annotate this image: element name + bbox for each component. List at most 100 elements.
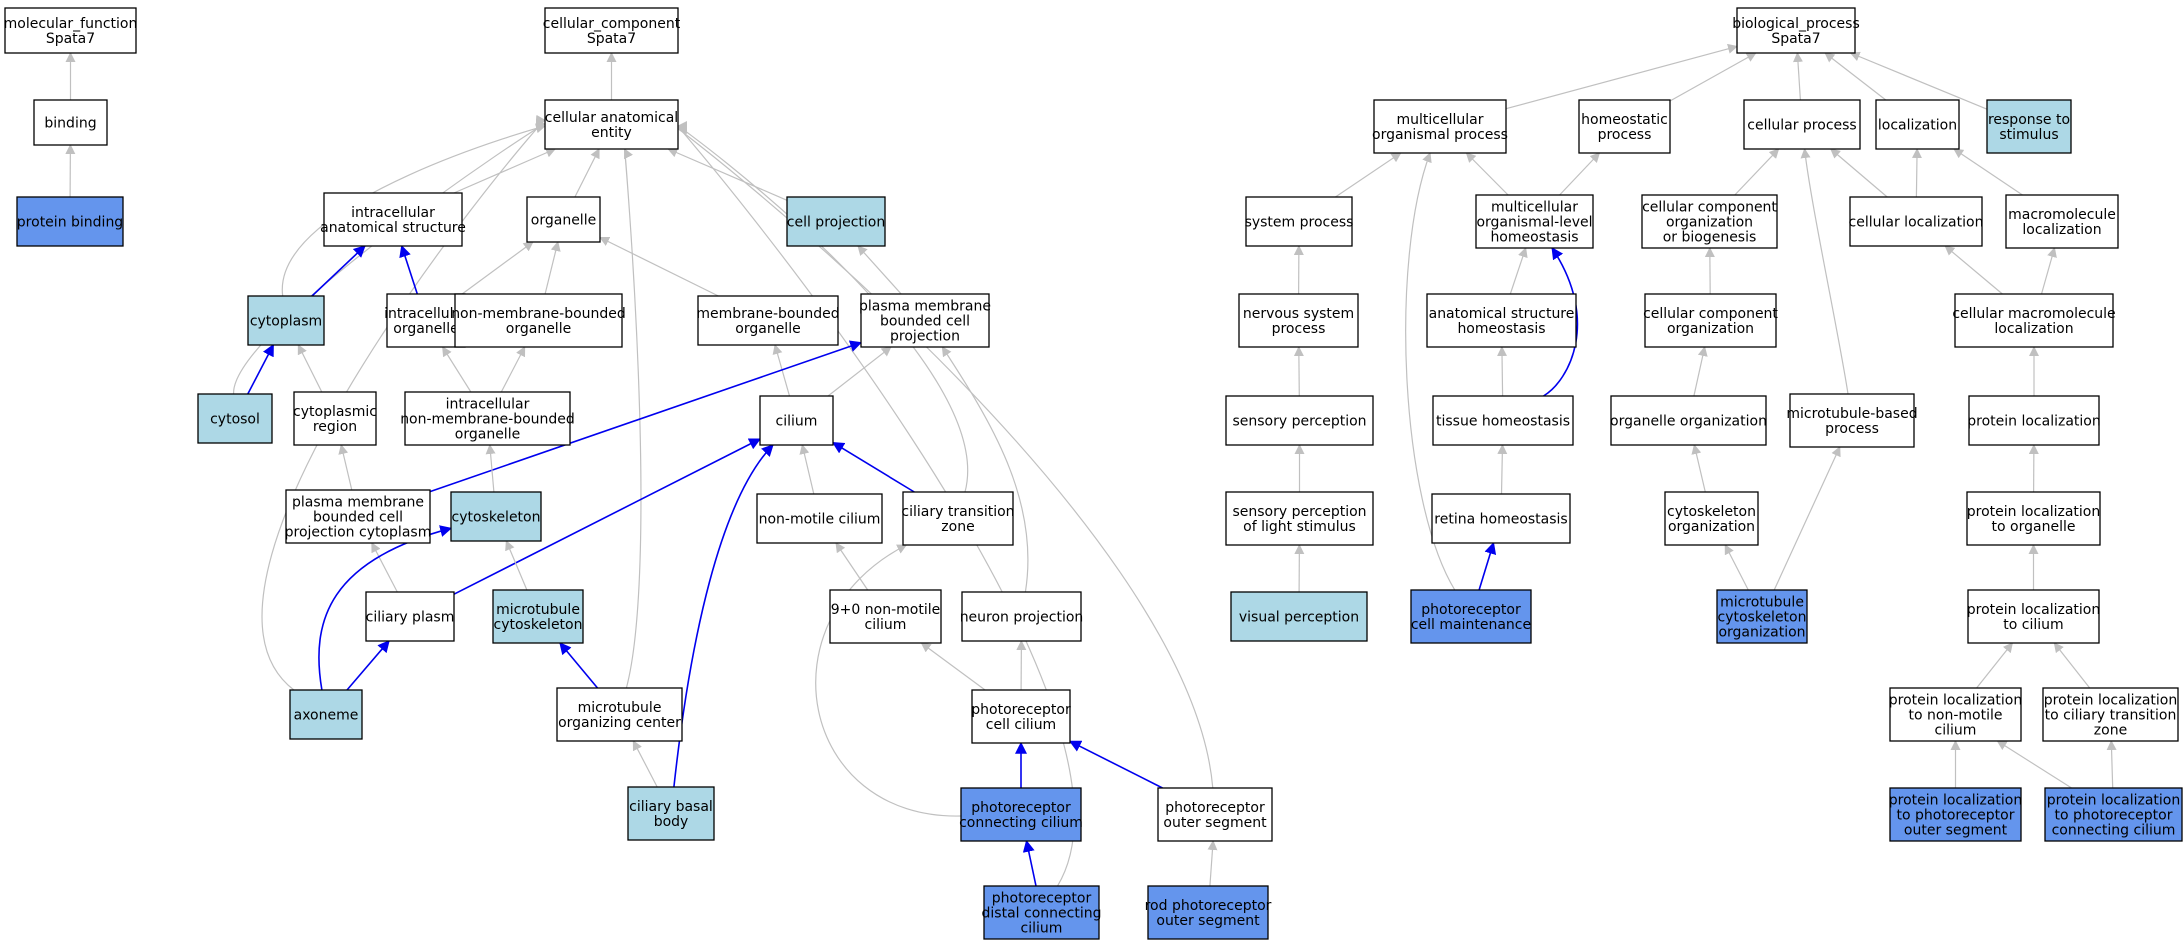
term-node-organelle[interactable]: organelle bbox=[526, 196, 601, 243]
term-node-cytoplasm[interactable]: cytoplasm bbox=[247, 295, 325, 346]
term-box bbox=[829, 589, 942, 644]
term-node-cellproj[interactable]: cell projection bbox=[786, 196, 886, 247]
term-box bbox=[556, 687, 683, 742]
term-node-retinah[interactable]: retina homeostasis bbox=[1431, 493, 1571, 544]
term-label: protein localization bbox=[1889, 693, 2022, 709]
term-node-localization[interactable]: localization bbox=[1875, 99, 1960, 150]
edge-orgorg-to-cco bbox=[1693, 346, 1708, 397]
term-label: cytoskeleton bbox=[452, 510, 541, 526]
term-box bbox=[756, 493, 883, 544]
term-node-cytosol[interactable]: cytosol bbox=[197, 393, 273, 444]
term-node-tissueh[interactable]: tissue homeostasis bbox=[1432, 395, 1574, 446]
term-node-neuronproj[interactable]: neuron projection bbox=[960, 591, 1084, 642]
edge-cellloc-to-localization bbox=[1911, 148, 1922, 198]
term-node-cellloc[interactable]: cellular localization bbox=[1849, 196, 1984, 247]
edge-axoneme-to-cae bbox=[261, 115, 546, 691]
edge-cellloc-to-cellproc bbox=[1830, 148, 1888, 198]
term-box bbox=[1475, 194, 1594, 249]
term-box bbox=[526, 196, 601, 243]
term-box bbox=[1966, 491, 2101, 546]
term-node-protbind[interactable]: protein binding bbox=[16, 196, 124, 247]
term-label: multicellular bbox=[1491, 200, 1578, 216]
term-node-sysproc[interactable]: system process bbox=[1245, 196, 1354, 247]
term-label: organelle bbox=[455, 427, 520, 443]
edge-inmbo-to-intraorg bbox=[442, 346, 472, 393]
term-node-ciliaryplasm[interactable]: ciliary plasm bbox=[365, 591, 455, 642]
edge-molh-to-homeoproc bbox=[1559, 152, 1601, 196]
term-label: protein localization bbox=[2044, 693, 2177, 709]
term-box bbox=[33, 99, 108, 146]
edge-mtoc-to-cae bbox=[623, 148, 642, 689]
term-label: response to bbox=[1988, 112, 2070, 128]
term-label: cilium bbox=[865, 617, 907, 633]
term-node-binding[interactable]: binding bbox=[33, 99, 108, 146]
term-node-orgorg[interactable]: organelle organization bbox=[1610, 395, 1767, 446]
term-box bbox=[1225, 491, 1374, 546]
term-label: homeostasis bbox=[1490, 230, 1578, 246]
edge-pros-to-prcc bbox=[1068, 740, 1163, 789]
term-label: protein localization bbox=[1967, 414, 2100, 430]
term-label: cellular component bbox=[1642, 200, 1777, 216]
term-node-protloc[interactable]: protein localization bbox=[1967, 395, 2101, 446]
edge-prconn-to-ctz bbox=[815, 544, 962, 817]
term-node-cellproc[interactable]: cellular process bbox=[1743, 99, 1861, 150]
term-node-sensperc[interactable]: sensory perception bbox=[1225, 395, 1374, 446]
term-node-cilium[interactable]: cilium bbox=[759, 395, 834, 446]
term-label: photoreceptor bbox=[971, 800, 1071, 816]
term-label: cytoplasm bbox=[250, 314, 322, 330]
term-box bbox=[1245, 196, 1353, 247]
term-label: cellular anatomical bbox=[545, 110, 678, 126]
term-node-cytoskel[interactable]: cytoskeleton bbox=[450, 491, 542, 542]
term-node-visperc[interactable]: visual perception bbox=[1230, 591, 1368, 642]
term-box bbox=[285, 489, 431, 544]
term-label: bounded cell bbox=[880, 314, 970, 330]
term-node-axoneme[interactable]: axoneme bbox=[289, 689, 363, 740]
term-node-nonmotile[interactable]: non-motile cilium bbox=[756, 493, 883, 544]
edge-resp-to-bp bbox=[1849, 51, 1988, 110]
edge-molh-to-mop bbox=[1465, 152, 1509, 196]
term-node-inmbo[interactable]: intracellularnon-membrane-boundedorganel… bbox=[400, 391, 575, 446]
